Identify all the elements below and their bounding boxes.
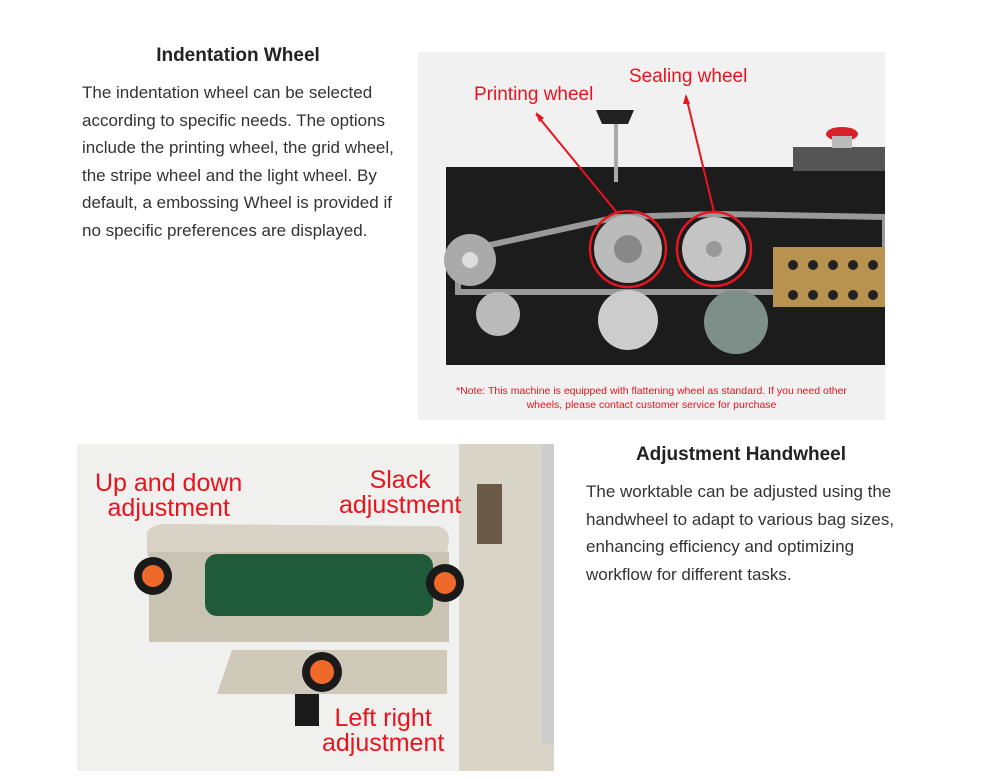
left-right-adjustment-label: Left right adjustment <box>322 706 444 756</box>
image-note: *Note: This machine is equipped with fla… <box>456 385 847 411</box>
section-body: The worktable can be adjusted using the … <box>586 482 895 584</box>
printing-wheel-label: Printing wheel <box>474 84 594 105</box>
section-body: The indentation wheel can be selected ac… <box>82 83 394 240</box>
up-down-adjustment-label: Up and down adjustment <box>95 471 242 521</box>
label-line: Slack <box>369 466 431 494</box>
sealing-wheel-label: Sealing wheel <box>629 66 748 87</box>
label-line: adjustment <box>322 729 445 757</box>
adjustment-handwheel-text: Adjustment Handwheel The worktable can b… <box>586 444 896 588</box>
section-heading: Indentation Wheel <box>156 45 320 66</box>
adjustment-handwheel-image: Up and down adjustment Slack adjustment … <box>77 444 554 771</box>
indentation-wheel-image: Printing wheel Sealing wheel *Note: This… <box>418 52 885 420</box>
slack-adjustment-label: Slack adjustment <box>339 468 461 518</box>
section-heading: Adjustment Handwheel <box>635 444 847 465</box>
label-line: adjustment <box>339 491 462 519</box>
label-line: Left right <box>334 704 432 732</box>
worktable-illustration <box>134 444 554 771</box>
indentation-wheel-text: Indentation Wheel The indentation wheel … <box>82 45 394 245</box>
machine-wheels-illustration <box>444 94 885 365</box>
label-line: adjustment <box>107 494 230 522</box>
label-line: Up and down <box>95 469 243 497</box>
